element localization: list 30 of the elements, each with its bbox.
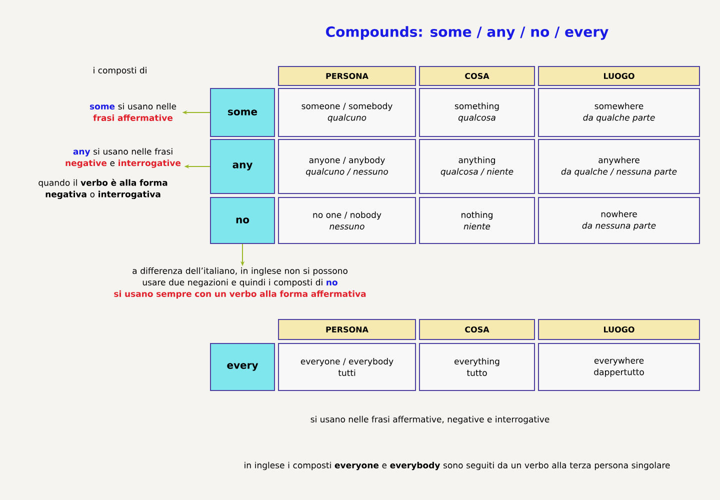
table-cell: anything qualcosa / niente <box>419 139 535 194</box>
column-header: COSA <box>419 66 535 86</box>
row-header: every <box>210 342 275 391</box>
table-cell: everything tutto <box>419 342 535 391</box>
title: Compounds: some / any / no / every <box>326 26 608 40</box>
row-header: some <box>210 88 275 137</box>
note-text: some si usano nelle frasi affermative <box>90 102 176 122</box>
note-text: in inglese i composti everyone e everybody sono seguiti da un verbo alla terza persona singolare <box>244 462 670 470</box>
table-cell: nothing niente <box>419 197 535 244</box>
table-cell: somewhere da qualche parte <box>538 88 700 137</box>
column-header: LUOGO <box>538 318 700 340</box>
table-cell: no one / nobody nessuno <box>278 197 416 244</box>
table-cell: anywhere da qualche / nessuna parte <box>538 139 700 194</box>
column-header: LUOGO <box>538 66 700 86</box>
table-cell: everyone / everybody tutti <box>278 342 416 391</box>
column-header: PERSONA <box>278 318 416 340</box>
note-text: i composti di <box>94 66 146 76</box>
table-cell: something qualcosa <box>419 88 535 137</box>
note-text: any si usano nelle frasi negative e interrogative <box>66 148 181 168</box>
note-text: quando il verbo è alla forma negativa o interrogativa <box>38 178 168 200</box>
table-cell: nowhere da nessuna parte <box>538 197 700 244</box>
table-cell: someone / somebody qualcuno <box>278 88 416 137</box>
row-header: any <box>210 139 275 194</box>
column-header: COSA <box>419 318 535 340</box>
table-cell: anyone / anybody qualcuno / nessuno <box>278 139 416 194</box>
table-cell: everywhere dappertutto <box>538 342 700 391</box>
note-text: si usano nelle frasi affermative, negative e interrogative <box>310 416 550 424</box>
row-header: no <box>210 197 275 244</box>
note-text: a differenza dell’italiano, in inglese non si possono usare due negazioni e quindi i composti di no si usano sempre con un verbo alla forma affermativa <box>114 267 366 299</box>
column-header: PERSONA <box>278 66 416 86</box>
